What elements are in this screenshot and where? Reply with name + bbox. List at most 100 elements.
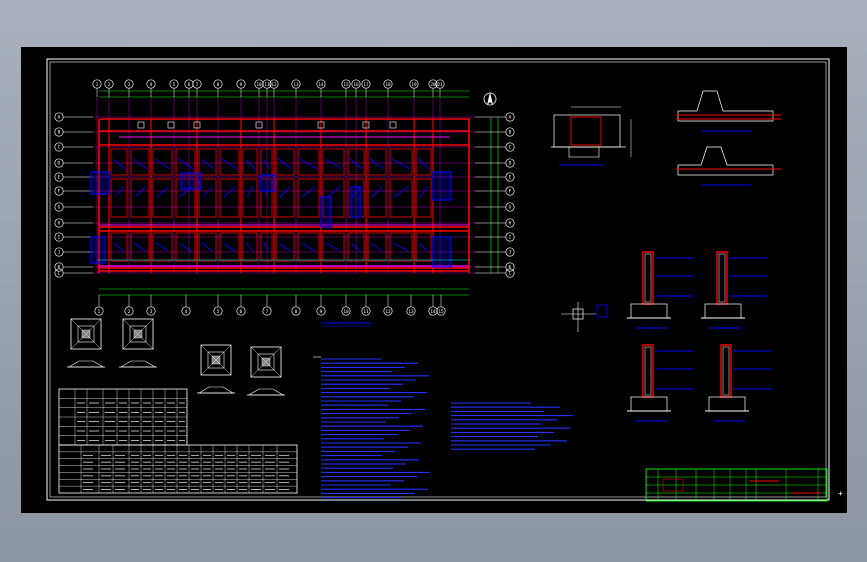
- rebar-annotation: [177, 158, 194, 170]
- foundation-cell-upper: [110, 148, 128, 176]
- footing-plan-inner: [129, 325, 147, 343]
- foundation-cell-middle: [275, 178, 295, 218]
- rebar-annotation: [300, 242, 316, 252]
- rebar-annotation: [134, 186, 146, 198]
- axis-label-top: 13: [293, 82, 299, 88]
- rebar-annotation: [156, 186, 169, 198]
- column-pad: [320, 196, 332, 228]
- detail-2-column: [716, 251, 728, 305]
- axis-label-right: D: [509, 161, 512, 167]
- foundation-cell-middle: [130, 178, 150, 218]
- detail-1-column-core: [644, 253, 652, 303]
- column-pad: [260, 174, 276, 192]
- rebar-annotation: [393, 186, 409, 198]
- axis-label-top: 18: [385, 82, 391, 88]
- detail-3-column-core: [644, 346, 652, 396]
- foundation-cell-middle: [242, 178, 258, 218]
- detail-1-footing: [630, 303, 668, 319]
- section-c-outline: [677, 146, 774, 176]
- foundation-cell-middle: [219, 178, 240, 218]
- rebar-annotation: [202, 186, 213, 198]
- axis-label-left: L: [58, 271, 61, 277]
- foundation-cell-middle: [110, 178, 128, 218]
- foundation-cell-middle: [415, 178, 432, 218]
- sheet-frame-inner: [49, 61, 827, 498]
- foundation-cell-upper: [198, 148, 217, 176]
- axis-label-top: 3: [128, 82, 131, 88]
- rebar-annotation: [369, 158, 385, 170]
- foundation-cell-upper: [260, 148, 273, 176]
- axis-label-top: 6: [188, 82, 191, 88]
- foundation-cell-lower: [367, 232, 387, 262]
- axis-label-top: 15: [343, 82, 349, 88]
- axis-label-bottom: 8: [295, 309, 298, 315]
- footing-plans: [67, 318, 285, 396]
- axis-label-top: 14: [318, 82, 324, 88]
- detail-4-footing: [708, 396, 746, 412]
- rebar-annotation: [114, 186, 124, 198]
- foundation-cell-upper: [347, 148, 365, 176]
- axis-label-bottom: 5: [217, 309, 220, 315]
- footing-plan-square: [122, 318, 154, 350]
- foundation-cell-lower: [152, 232, 173, 262]
- general-notes: [313, 356, 430, 499]
- foundation-cell-middle: [175, 178, 196, 218]
- rebar-annotation: [155, 242, 169, 252]
- detail-1-column: [642, 251, 654, 305]
- axis-label-top: 20: [430, 82, 436, 88]
- foundation-cell-middle: [322, 178, 345, 218]
- rebar-annotation: [419, 186, 428, 198]
- footing-plan-column: [81, 329, 91, 339]
- detail-4-column-core: [722, 346, 730, 396]
- foundation-cell-upper: [152, 148, 173, 176]
- rebar-annotation: [221, 158, 238, 170]
- axis-label-right: E: [509, 175, 512, 181]
- axis-label-right: L: [509, 271, 512, 277]
- foundation-cell-upper: [130, 148, 150, 176]
- axis-label-top: 9: [240, 82, 243, 88]
- axis-label-bottom: 4: [185, 309, 188, 315]
- axis-label-top: 7: [196, 82, 199, 88]
- rebar-annotation: [263, 242, 269, 252]
- axis-label-bottom: 7: [266, 309, 269, 315]
- footing-plan-square: [250, 346, 282, 378]
- footing-section: [67, 360, 105, 368]
- rebar-annotation: [417, 158, 430, 170]
- section-b-outline: [677, 90, 774, 122]
- rebar-annotation: [351, 186, 361, 198]
- rebar-annotation: [325, 242, 341, 252]
- detail-2-column-core: [718, 253, 726, 303]
- foundation-cell-lower: [415, 232, 432, 262]
- axis-label-right: K: [509, 265, 512, 271]
- rebar-schedule-table-border: [58, 444, 298, 494]
- axis-label-top: 5: [173, 82, 176, 88]
- stair-mark: [167, 121, 175, 129]
- column-pad: [90, 236, 106, 264]
- footing-schedule-table: [58, 388, 188, 446]
- title-block-stamp: [662, 478, 684, 492]
- detail-3-footing: [630, 396, 668, 412]
- rebar-annotation: [324, 158, 343, 170]
- north-arrow-icon: [483, 92, 497, 106]
- additional-notes: [451, 402, 573, 450]
- cross-symbol: [561, 302, 608, 332]
- column-pad: [432, 171, 452, 201]
- rebar-annotation: [418, 242, 428, 252]
- axis-label-bottom: 13: [408, 309, 414, 315]
- north-arrow-needle: [487, 92, 493, 105]
- rebar-annotation: [154, 158, 171, 170]
- crosshair-icon: +: [838, 489, 843, 498]
- footing-section: [119, 360, 157, 368]
- axis-label-bottom: 15: [438, 309, 444, 315]
- detail-4-column: [720, 344, 732, 398]
- axis-label-bottom: 11: [363, 309, 369, 315]
- foundation-cell-upper: [242, 148, 258, 176]
- footing-section: [247, 388, 285, 396]
- column-pad: [180, 172, 202, 190]
- rebar-annotation: [391, 158, 411, 170]
- section-a-footing: [568, 146, 600, 158]
- foundation-cell-lower: [198, 232, 217, 262]
